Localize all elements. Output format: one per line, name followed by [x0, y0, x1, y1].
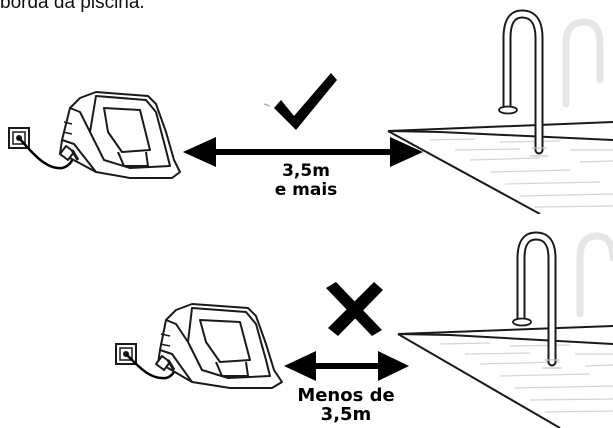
check-icon: [263, 73, 337, 130]
distance-label-line1: 3,5m: [282, 161, 330, 181]
power-supply-unit: [155, 303, 283, 389]
distance-label-line2: e mais: [274, 180, 338, 200]
pool-ladder: [512, 231, 613, 369]
caption-text: borda da piscina.: [0, 0, 145, 13]
distance-label-line1: Menos de: [297, 385, 395, 406]
distance-label-line2: 3,5m: [320, 404, 372, 425]
panel-not-allowed: [115, 231, 613, 428]
distance-arrow: [183, 137, 423, 167]
distance-arrow: [284, 351, 409, 381]
distance-label-not-allowed: Menos de 3,5m: [286, 386, 406, 424]
cross-icon: [326, 282, 383, 336]
panel-allowed: [8, 9, 613, 214]
swimming-pool: [387, 121, 613, 214]
swimming-pool: [397, 325, 613, 428]
pool-ladder: [498, 9, 604, 157]
distance-label-allowed: 3,5m e mais: [262, 162, 350, 200]
power-supply-unit: [59, 91, 181, 179]
